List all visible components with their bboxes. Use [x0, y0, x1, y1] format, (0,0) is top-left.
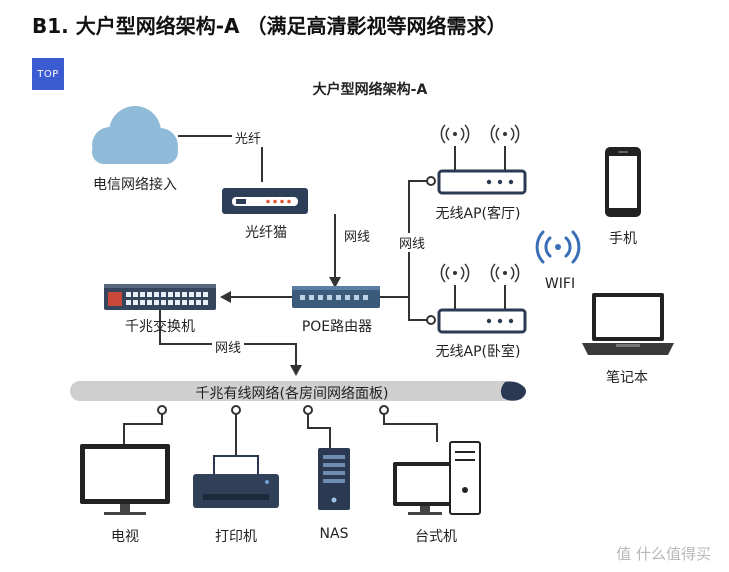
wired-bus-label: 千兆有线网络(各房间网络面板): [195, 386, 389, 402]
switch-bus-arrow: [290, 365, 302, 376]
tv-icon: [80, 444, 170, 515]
tv-label: 电视: [111, 529, 139, 545]
ap-living-label: 无线AP(客厅): [435, 206, 521, 222]
watermark: 值 什么值得买: [616, 545, 711, 563]
poe-router-icon: [292, 286, 380, 308]
cloud-icon: [92, 106, 178, 164]
modem-router-link-label: 网线: [344, 230, 371, 245]
nas-icon: [318, 448, 350, 510]
wired-bus-bar: [70, 381, 527, 401]
switch-bus-link-label: 网线: [212, 337, 245, 356]
printer-label: 打印机: [215, 529, 257, 545]
laptop-label: 笔记本: [606, 370, 648, 386]
poe-router-label: POE路由器: [301, 319, 373, 335]
switch-label: 千兆交换机: [125, 319, 195, 335]
top-badge: TOP: [32, 58, 64, 90]
printer-icon: [193, 455, 279, 508]
connector-dots: [157, 176, 436, 415]
diagram-title: 大户型网络架构-A: [312, 82, 428, 98]
bus-nas-line: [307, 410, 331, 448]
fiber-modem-icon: [222, 188, 308, 214]
ap-bedroom-label: 无线AP(卧室): [435, 344, 521, 360]
laptop-icon: [582, 293, 674, 355]
ap-living-icon: [437, 124, 527, 195]
fiber-link-label: 光纤: [232, 128, 265, 147]
telecom-label: 电信网络接入: [93, 177, 177, 193]
modem-router-arrow: [329, 277, 341, 288]
router-ap-link-label: 网线: [396, 233, 429, 252]
modem-label: 光纤猫: [245, 225, 287, 241]
phone-icon: [605, 147, 641, 217]
nas-label: NAS: [319, 526, 349, 542]
gigabit-switch-icon: [104, 284, 216, 310]
ap-bedroom-icon: [437, 263, 527, 334]
desktop-label: 台式机: [415, 529, 457, 545]
router-switch-arrow: [220, 291, 231, 303]
phone-label: 手机: [609, 231, 637, 247]
bus-desktop-line: [383, 410, 438, 442]
page-heading: B1. 大户型网络架构-A （满足高清影视等网络需求）: [32, 14, 507, 38]
desktop-icon: [393, 441, 481, 515]
bus-tv-line: [123, 410, 163, 444]
wifi-label: WIFI: [544, 276, 576, 292]
wifi-signal-icon: [535, 230, 581, 264]
